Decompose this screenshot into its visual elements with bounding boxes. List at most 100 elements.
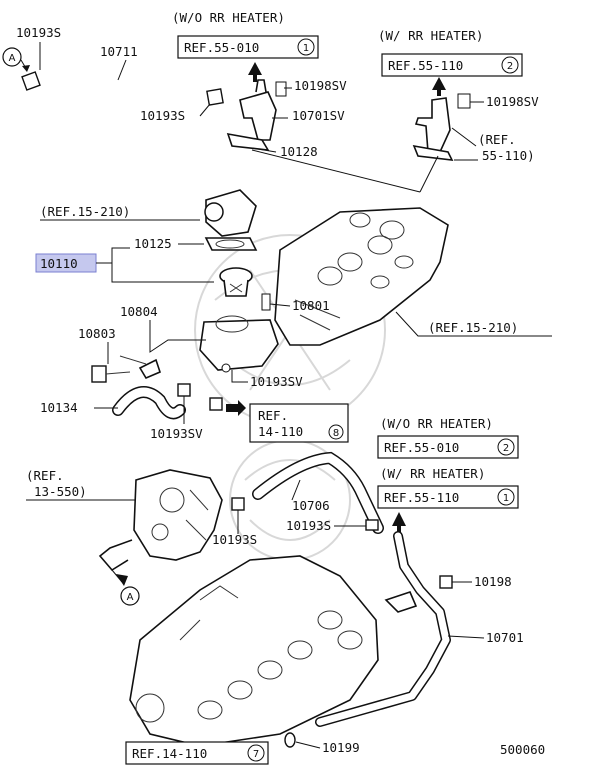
svg-text:A: A — [127, 592, 134, 603]
svg-text:2: 2 — [507, 61, 513, 72]
callout-10193s-right: 10193S — [286, 518, 331, 533]
callout-10198sv-b: 10198SV — [486, 94, 539, 109]
ref-box-55-110-2[interactable] — [381, 53, 523, 77]
ref-14-110-7[interactable]: REF.14-110 — [132, 746, 207, 761]
ref-box-55-010-2[interactable] — [377, 435, 519, 459]
callout-10193s-top: 10193S — [16, 25, 61, 40]
svg-text:1: 1 — [503, 493, 509, 504]
thermostat-case — [199, 319, 279, 371]
ref-55-110-line1: (REF. — [478, 132, 516, 147]
callout-10128: 10128 — [280, 144, 318, 159]
ref-55-010-1[interactable]: REF.55-010 — [184, 40, 259, 55]
diagram-id: 500060 — [500, 742, 545, 757]
leader — [149, 320, 206, 353]
sensor-10804 — [138, 358, 161, 380]
thermostat-cover — [205, 189, 257, 237]
sensor-10803 — [91, 365, 107, 383]
up-arrow-icon — [432, 77, 446, 96]
callout-10198: 10198 — [474, 574, 512, 589]
marker-a-bottom: A — [120, 586, 140, 606]
leader — [111, 569, 123, 583]
leader — [251, 149, 439, 193]
leader — [199, 103, 211, 117]
leader — [395, 311, 552, 337]
clamp-10193sv — [177, 383, 191, 397]
callout-10801: 10801 — [292, 298, 330, 313]
callout-10803: 10803 — [78, 326, 116, 341]
ref-box-55-110-1[interactable] — [377, 485, 519, 509]
up-arrow-icon — [248, 62, 262, 82]
ref-14-110-8-line2[interactable]: 14-110 — [258, 424, 303, 439]
arrow-icon — [116, 574, 128, 586]
leader — [451, 127, 478, 161]
pipe-bracket — [384, 591, 418, 613]
bolt — [275, 81, 287, 97]
callout-10193sv-b: 10193SV — [150, 426, 203, 441]
pipe-stub — [255, 79, 267, 93]
ref-w-rr-heater-mid: (W/ RR HEATER) — [380, 466, 485, 481]
gasket-10125 — [204, 237, 258, 251]
callout-10134: 10134 — [40, 400, 78, 415]
leader — [96, 247, 214, 283]
up-arrow-icon — [392, 512, 406, 534]
callout-10804: 10804 — [120, 304, 158, 319]
leader — [117, 59, 127, 81]
connector-line — [105, 355, 147, 375]
leader — [447, 635, 485, 639]
clamp-10193sv — [209, 397, 223, 411]
ref-13-550-line2: 13-550) — [34, 484, 87, 499]
callout-10706: 10706 — [292, 498, 330, 513]
callout-10199: 10199 — [322, 740, 360, 755]
callout-10701sv: 10701SV — [292, 108, 345, 123]
callout-10110[interactable]: 10110 — [40, 256, 78, 271]
callout-10193s-mid: 10193S — [140, 108, 185, 123]
callout-10198sv-a: 10198SV — [294, 78, 347, 93]
bolt-10801 — [261, 293, 271, 311]
clamp-10193s — [365, 519, 379, 531]
throttle-body — [98, 469, 223, 572]
ref-box-55-010-1[interactable] — [177, 35, 319, 59]
ref-wo-rr-heater-mid: (W/O RR HEATER) — [380, 416, 493, 431]
bolt — [457, 93, 471, 109]
water-outlet-fitting-a — [239, 91, 277, 141]
marker-a-top: A — [2, 47, 22, 67]
svg-text:2: 2 — [503, 443, 509, 454]
callout-10711: 10711 — [100, 44, 138, 59]
ref-14-110-8-line1[interactable]: REF. — [258, 408, 288, 423]
svg-text:A: A — [9, 53, 16, 64]
gasket-10128 — [226, 132, 270, 151]
svg-text:7: 7 — [253, 749, 259, 760]
o-ring-10199 — [284, 732, 296, 748]
right-arrow-icon — [226, 400, 246, 416]
leader — [269, 303, 291, 307]
bolt-10198 — [439, 575, 453, 589]
ref-55-110-1[interactable]: REF.55-110 — [384, 490, 459, 505]
leader — [295, 741, 321, 749]
ref-15-210-b: (REF.15-210) — [428, 320, 518, 335]
ref-55-010-2[interactable]: REF.55-010 — [384, 440, 459, 455]
callout-10193sv-a: 10193SV — [250, 374, 303, 389]
ref-55-110-line2: 55-110) — [482, 148, 535, 163]
callout-10193s-low: 10193S — [212, 532, 257, 547]
leader — [291, 479, 301, 501]
clamp-right — [206, 88, 224, 106]
ref-15-210-a: (REF.15-210) — [40, 204, 130, 219]
ref-w-rr-heater-top: (W/ RR HEATER) — [378, 28, 483, 43]
svg-text:1: 1 — [303, 43, 309, 54]
clamp-left — [21, 71, 41, 91]
intake-manifold-lower — [129, 555, 379, 747]
callout-10125: 10125 — [134, 236, 172, 251]
thermostat-10110 — [219, 267, 253, 297]
water-outlet-fitting-b — [414, 97, 451, 153]
gasket — [412, 144, 454, 161]
svg-text:8: 8 — [333, 428, 339, 439]
leader — [251, 147, 277, 153]
ref-55-110-2[interactable]: REF.55-110 — [388, 58, 463, 73]
ref-wo-rr-heater-top: (W/O RR HEATER) — [172, 10, 285, 25]
ref-box-14-110-7[interactable] — [125, 741, 269, 765]
leader — [231, 370, 248, 383]
arrow-icon — [22, 65, 30, 72]
clamp-10193s-low — [231, 497, 245, 511]
callout-10701: 10701 — [486, 630, 524, 645]
